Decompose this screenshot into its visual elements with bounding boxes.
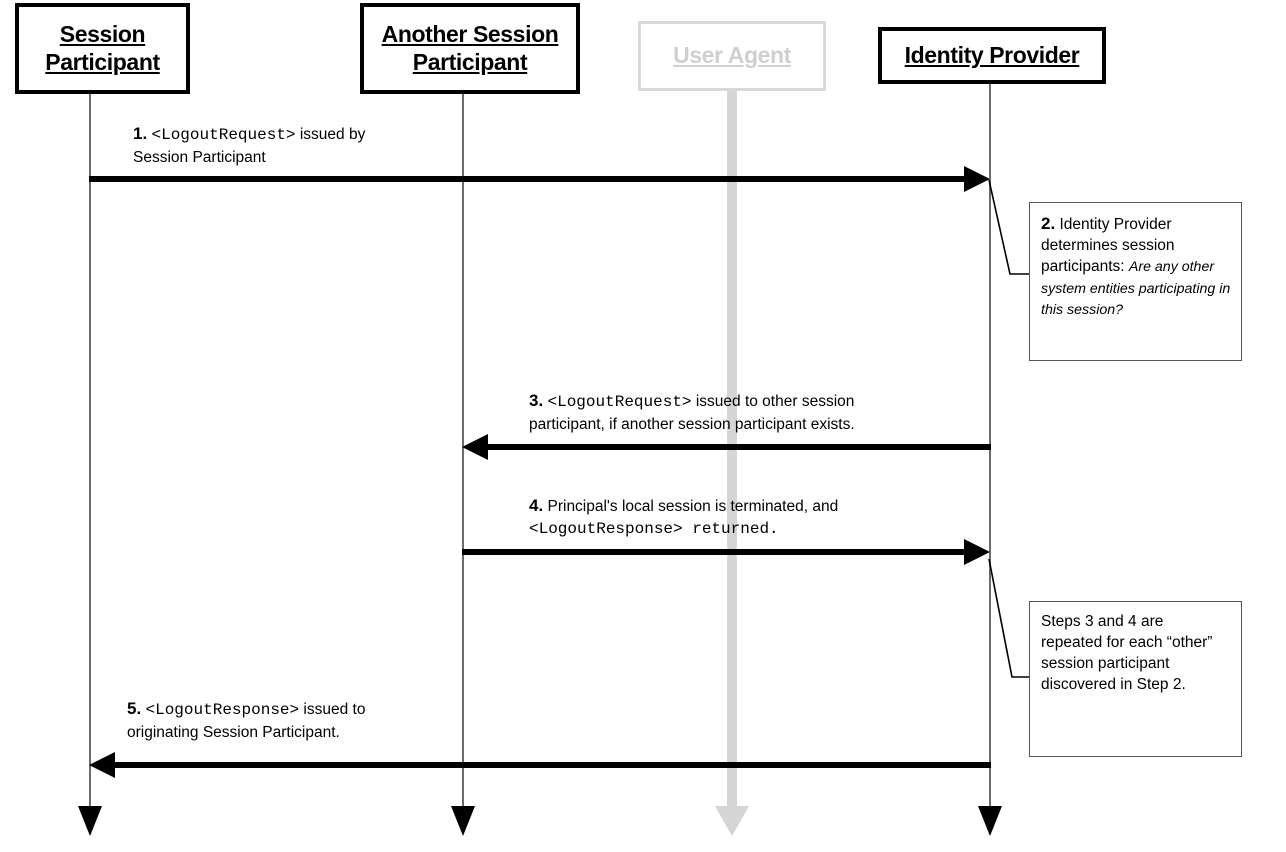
actor-session-participant[interactable]: Session Participant: [15, 3, 190, 94]
message-5-text-b: originating Session Participant.: [127, 723, 340, 741]
lifeline-terminator-user-agent: [715, 806, 749, 836]
actor-another-session-participant[interactable]: Another Session Participant: [360, 3, 580, 94]
message-3-line: [488, 444, 991, 450]
lifeline-terminator-identity-provider: [978, 806, 1002, 836]
message-3-number: 3.: [529, 391, 544, 410]
message-1-line: [89, 176, 969, 182]
actor-user-agent-label: User Agent: [673, 42, 791, 69]
note-step-2-line2: determines session: [1041, 237, 1175, 255]
note-repeat-steps-line2: repeated for each “other”: [1041, 634, 1213, 652]
message-1-arrowhead: [964, 166, 990, 192]
message-5-line: [115, 762, 991, 768]
message-1-label: 1. <LogoutRequest> issued by Session Par…: [133, 122, 463, 169]
message-4-label: 4. Principal's local session is terminat…: [529, 494, 949, 541]
note-repeat-steps-line1: Steps 3 and 4 are: [1041, 613, 1164, 630]
note-step-2-line1: Identity Provider: [1055, 216, 1172, 233]
message-3-text-a: issued to other session: [691, 393, 855, 410]
note-step-2-number: 2.: [1041, 214, 1056, 233]
message-5-text-a: issued to: [299, 701, 366, 718]
note-repeat-steps-line4: discovered in Step 2.: [1041, 676, 1186, 694]
message-4-number: 4.: [529, 496, 544, 515]
note-step-2-line3a: participants:: [1041, 258, 1129, 276]
lifeline-terminator-session-participant: [78, 806, 102, 836]
note-step-2-line4: system entities participating in: [1041, 280, 1231, 297]
lifeline-session-participant: [89, 92, 91, 810]
message-3-label: 3. <LogoutRequest> issued to other sessi…: [529, 389, 949, 436]
actor-user-agent[interactable]: User Agent: [638, 21, 826, 91]
message-3-text-b: participant, if another session particip…: [529, 415, 855, 433]
message-5-arrowhead: [89, 752, 115, 778]
note-repeat-steps: Steps 3 and 4 are repeated for each “oth…: [1029, 601, 1242, 757]
note-step-2: 2. Identity Provider determines session …: [1029, 202, 1242, 361]
message-4-arrowhead: [964, 539, 990, 565]
message-5-element: <LogoutResponse>: [145, 701, 300, 719]
message-1-text-a: issued by: [295, 126, 366, 143]
message-1-element: <LogoutRequest>: [151, 126, 296, 144]
message-3-arrowhead: [462, 434, 488, 460]
message-1-number: 1.: [133, 124, 148, 143]
actor-session-participant-label: Session Participant: [45, 21, 160, 75]
message-1-text-b: Session Participant: [133, 148, 266, 166]
note-step-2-line3b: Are any other: [1128, 259, 1215, 276]
message-4-text-a: Principal's local session is terminated,…: [543, 498, 839, 515]
actor-another-session-participant-label: Another Session Participant: [381, 21, 559, 75]
message-5-number: 5.: [127, 699, 142, 718]
message-4-text-b: <LogoutResponse> returned.: [529, 520, 779, 539]
message-3-element: <LogoutRequest>: [547, 393, 692, 411]
message-4-line: [462, 549, 969, 555]
lifeline-terminator-another-session-participant: [451, 806, 475, 836]
actor-identity-provider[interactable]: Identity Provider: [878, 27, 1106, 84]
note-step-2-line5: this session?: [1041, 301, 1124, 318]
message-5-label: 5. <LogoutResponse> issued to originatin…: [127, 697, 487, 744]
note-repeat-steps-line3: session participant: [1041, 655, 1170, 673]
actor-identity-provider-label: Identity Provider: [904, 41, 1080, 68]
